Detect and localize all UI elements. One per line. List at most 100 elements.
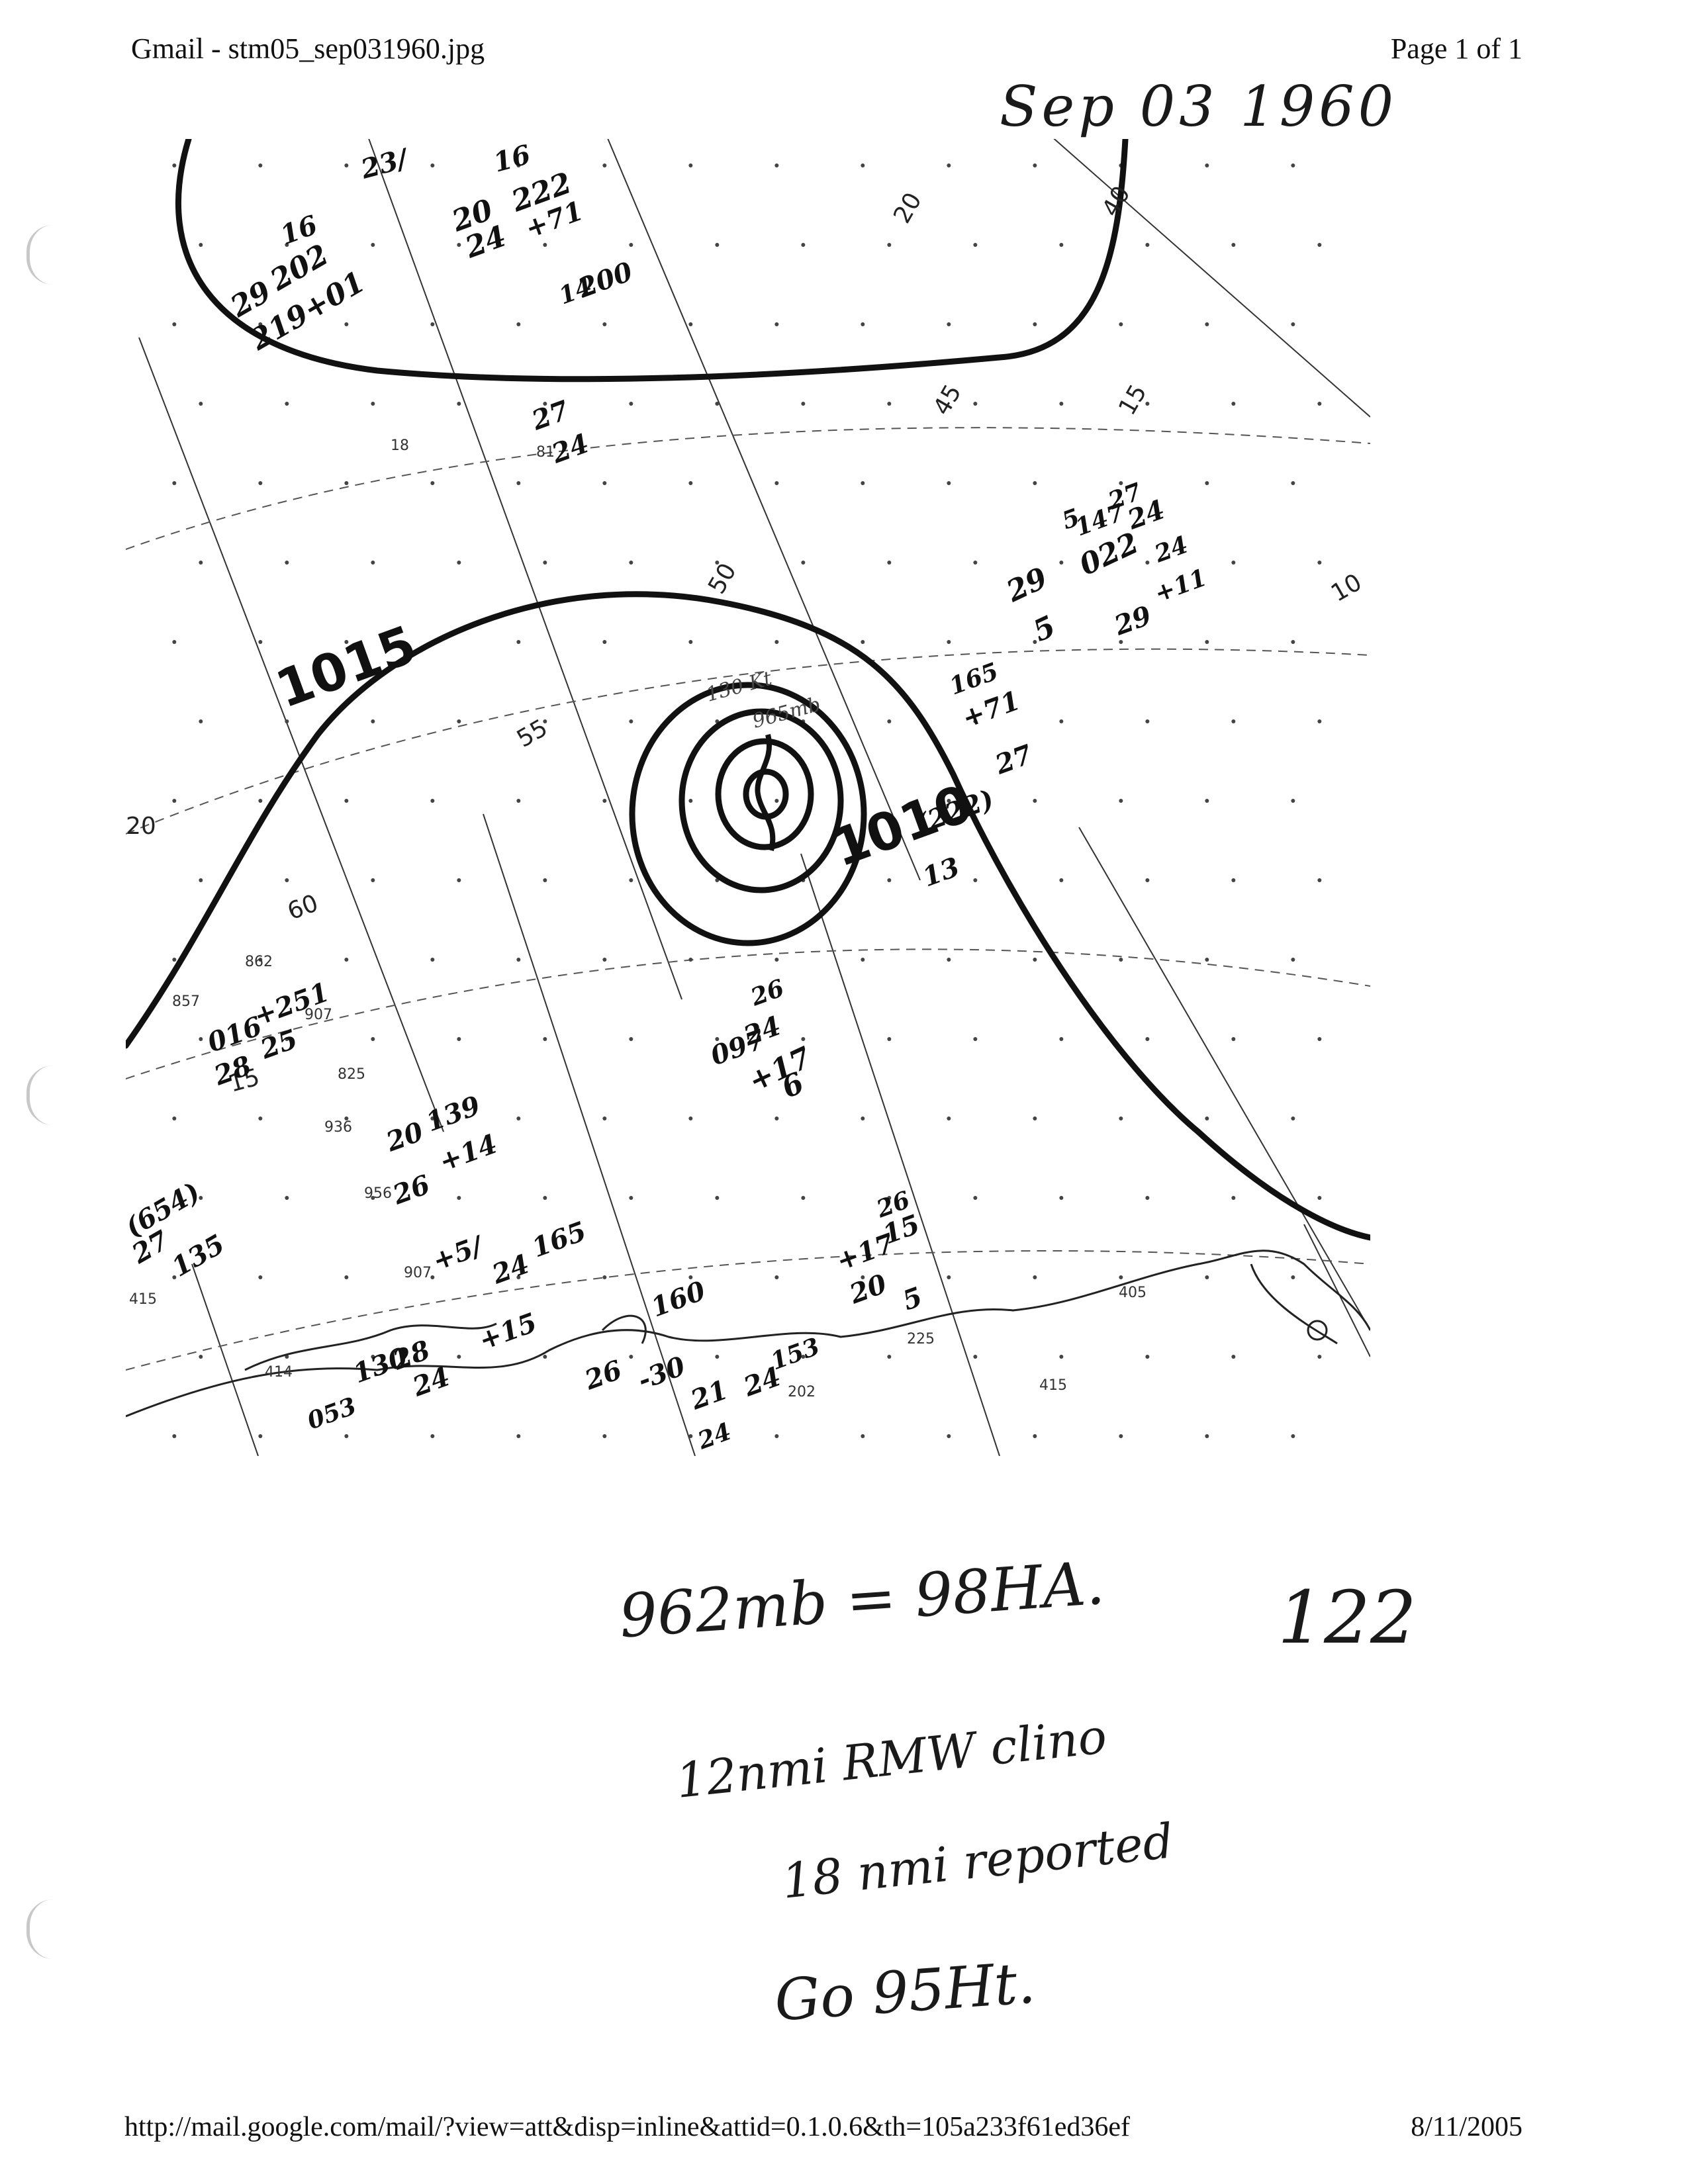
coastline-island — [244, 1322, 497, 1371]
grid-dot — [172, 1275, 177, 1279]
grid-dot — [457, 243, 461, 247]
grid-dot — [887, 1355, 892, 1359]
grid-dot — [1059, 719, 1064, 723]
grid-dot — [1291, 163, 1295, 167]
grid-dot — [1119, 1116, 1123, 1120]
grid-dot — [1145, 1355, 1150, 1359]
grid-dot — [801, 561, 806, 565]
grid-dot — [1145, 243, 1150, 247]
grid-dot — [516, 1275, 521, 1279]
grid-dot — [947, 640, 951, 644]
grid-dot — [172, 1434, 177, 1438]
grid-dot — [430, 958, 435, 962]
latitude-line — [126, 948, 1370, 1079]
grid-dot — [430, 799, 435, 803]
page-header-page-count: Page 1 of 1 — [1390, 32, 1523, 65]
station-observation-text: +14 — [435, 1128, 501, 1178]
grid-dot — [861, 1434, 865, 1438]
station-observation-text: 27 — [527, 394, 573, 437]
station-numbers: 8628579078259369569074144152022254154051… — [129, 437, 1147, 1400]
grid-dot — [457, 402, 461, 406]
grid-dot — [1231, 402, 1236, 406]
grid-dot — [285, 1196, 289, 1200]
station-number-label: 956 — [364, 1185, 392, 1202]
grid-dot — [1205, 163, 1209, 167]
grid-dot — [715, 561, 720, 565]
isobar-ring-outer — [629, 682, 867, 946]
note-pressure: 962mb = 98HA. — [617, 1548, 1107, 1652]
grid-dot — [457, 878, 461, 882]
grid-dot — [1059, 1355, 1064, 1359]
grid-dot — [1291, 481, 1295, 485]
grid-dot — [172, 640, 177, 644]
grid-dot — [1033, 1116, 1037, 1120]
grid-dot — [430, 322, 435, 326]
grid-dot — [602, 322, 607, 326]
grid-dot — [861, 163, 865, 167]
station-number-label: 81 — [536, 444, 555, 461]
station-observation-text: 26 — [747, 974, 788, 1012]
grid-line — [800, 853, 1000, 1456]
grid-dot — [1231, 719, 1236, 723]
grid-dot — [516, 322, 521, 326]
grid-dot — [1205, 1116, 1209, 1120]
grid-dot — [543, 1355, 547, 1359]
station-observation-text: 29 — [1109, 600, 1155, 642]
station-observation-text: 5 — [898, 1281, 926, 1317]
station-observation-text: 24 — [1150, 531, 1192, 569]
grid-dot — [1317, 1037, 1322, 1041]
grid-dot — [258, 481, 263, 485]
grid-dot — [1291, 640, 1295, 644]
grid-dot — [199, 243, 203, 247]
grid-dot — [516, 481, 521, 485]
station-observation-text: 24 — [694, 1418, 735, 1455]
grid-dot — [344, 322, 349, 326]
station-observation-text: (654) — [126, 1176, 205, 1243]
coastline-peninsula — [1250, 1263, 1338, 1345]
station-observation-text: +251 — [250, 976, 333, 1032]
grid-dot — [629, 243, 633, 247]
grid-dot — [258, 1116, 263, 1120]
grid-dot — [688, 799, 693, 803]
grid-dot — [629, 719, 633, 723]
station-observation-text: 23/ — [357, 142, 412, 185]
grid-dot — [430, 1434, 435, 1438]
station-observation-text: 26 — [580, 1354, 626, 1396]
station-number-label: 18 — [391, 437, 409, 454]
station-observation-text: +5/ — [428, 1230, 489, 1277]
grid-dot — [801, 1037, 806, 1041]
grid-dot — [1317, 402, 1322, 406]
grid-dot — [1059, 878, 1064, 882]
grid-dot — [1033, 322, 1037, 326]
isobar-north — [175, 139, 1129, 383]
grid-dot — [344, 799, 349, 803]
station-observation-text: +17 — [832, 1228, 898, 1277]
grid-dot — [1231, 1355, 1236, 1359]
grid-dot — [371, 1196, 375, 1200]
grid-dot — [344, 1275, 349, 1279]
grid-dot — [199, 561, 203, 565]
grid-dot — [258, 1434, 263, 1438]
longitude-label: 45 — [928, 380, 966, 420]
grid-dot — [1291, 799, 1295, 803]
grid-dot — [1205, 799, 1209, 803]
grid-dot — [629, 561, 633, 565]
station-number-label: 857 — [172, 993, 200, 1010]
grid-dot — [1291, 1434, 1295, 1438]
grid-dot — [947, 1434, 951, 1438]
grid-dot — [973, 1037, 978, 1041]
grid-dot — [602, 958, 607, 962]
grid-dot — [947, 1275, 951, 1279]
station-observation-text: +11 — [1151, 564, 1211, 608]
grid-dot — [887, 719, 892, 723]
grid-dot — [258, 163, 263, 167]
grid-dot — [629, 1196, 633, 1200]
grid-dot — [1317, 243, 1322, 247]
grid-dot — [543, 561, 547, 565]
station-observation-text: 27 — [990, 739, 1036, 781]
grid-dot — [715, 1037, 720, 1041]
grid-dot — [1205, 322, 1209, 326]
grid-dot — [371, 878, 375, 882]
grid-dot — [1033, 1275, 1037, 1279]
grid-dot — [861, 1275, 865, 1279]
